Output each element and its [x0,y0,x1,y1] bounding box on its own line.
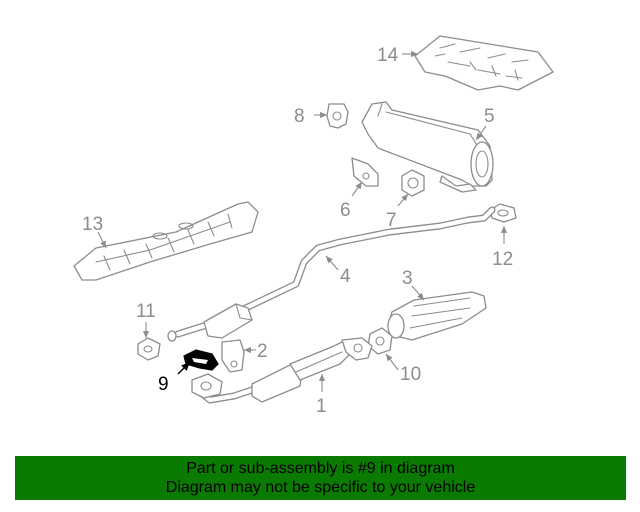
exhaust-system-diagram: 14 8 5 6 7 12 1 [73,35,554,417]
callout-2: 2 [257,341,268,362]
exhaust-pipe-front [191,337,373,404]
leader-5 [475,125,487,141]
callout-4: 4 [340,266,351,287]
muffler-gasket [401,169,425,197]
heat-shield-upper [414,35,554,91]
callout-8: 8 [294,106,305,127]
banner-line-part: Part or sub-assembly is #9 in diagram [186,460,455,477]
callout-5: 5 [484,106,495,127]
callout-3: 3 [402,268,413,289]
leader-9 [177,361,191,375]
muffler [361,101,494,193]
leader-6 [351,181,363,197]
leader-7 [397,193,409,207]
callout-7: 7 [386,210,397,231]
leader-13 [97,231,107,249]
callout-11: 11 [136,301,156,322]
leader-3 [411,285,425,301]
callout-1: 1 [316,396,327,417]
mount-rubber [326,103,349,129]
pipe-bracket [221,339,245,373]
front-gasket [137,337,161,361]
callout-10: 10 [400,364,421,385]
flange-gasket [489,203,517,223]
leader-10 [385,353,399,371]
muffler-bracket [351,157,379,187]
callout-6: 6 [340,200,351,221]
callout-12: 12 [492,249,513,270]
catalytic-converter [387,291,487,341]
leader-4 [325,255,339,271]
callout-14: 14 [377,45,399,66]
heat-shield-lower [73,201,259,281]
highlighted-part-9 [183,349,219,371]
callout-9: 9 [158,374,169,395]
part-info-banner: Part or sub-assembly is #9 in diagram Di… [15,456,626,500]
exhaust-pipe-middle [167,206,496,342]
banner-line-disclaimer: Diagram may not be specific to your vehi… [165,479,476,496]
callout-13: 13 [82,214,103,235]
